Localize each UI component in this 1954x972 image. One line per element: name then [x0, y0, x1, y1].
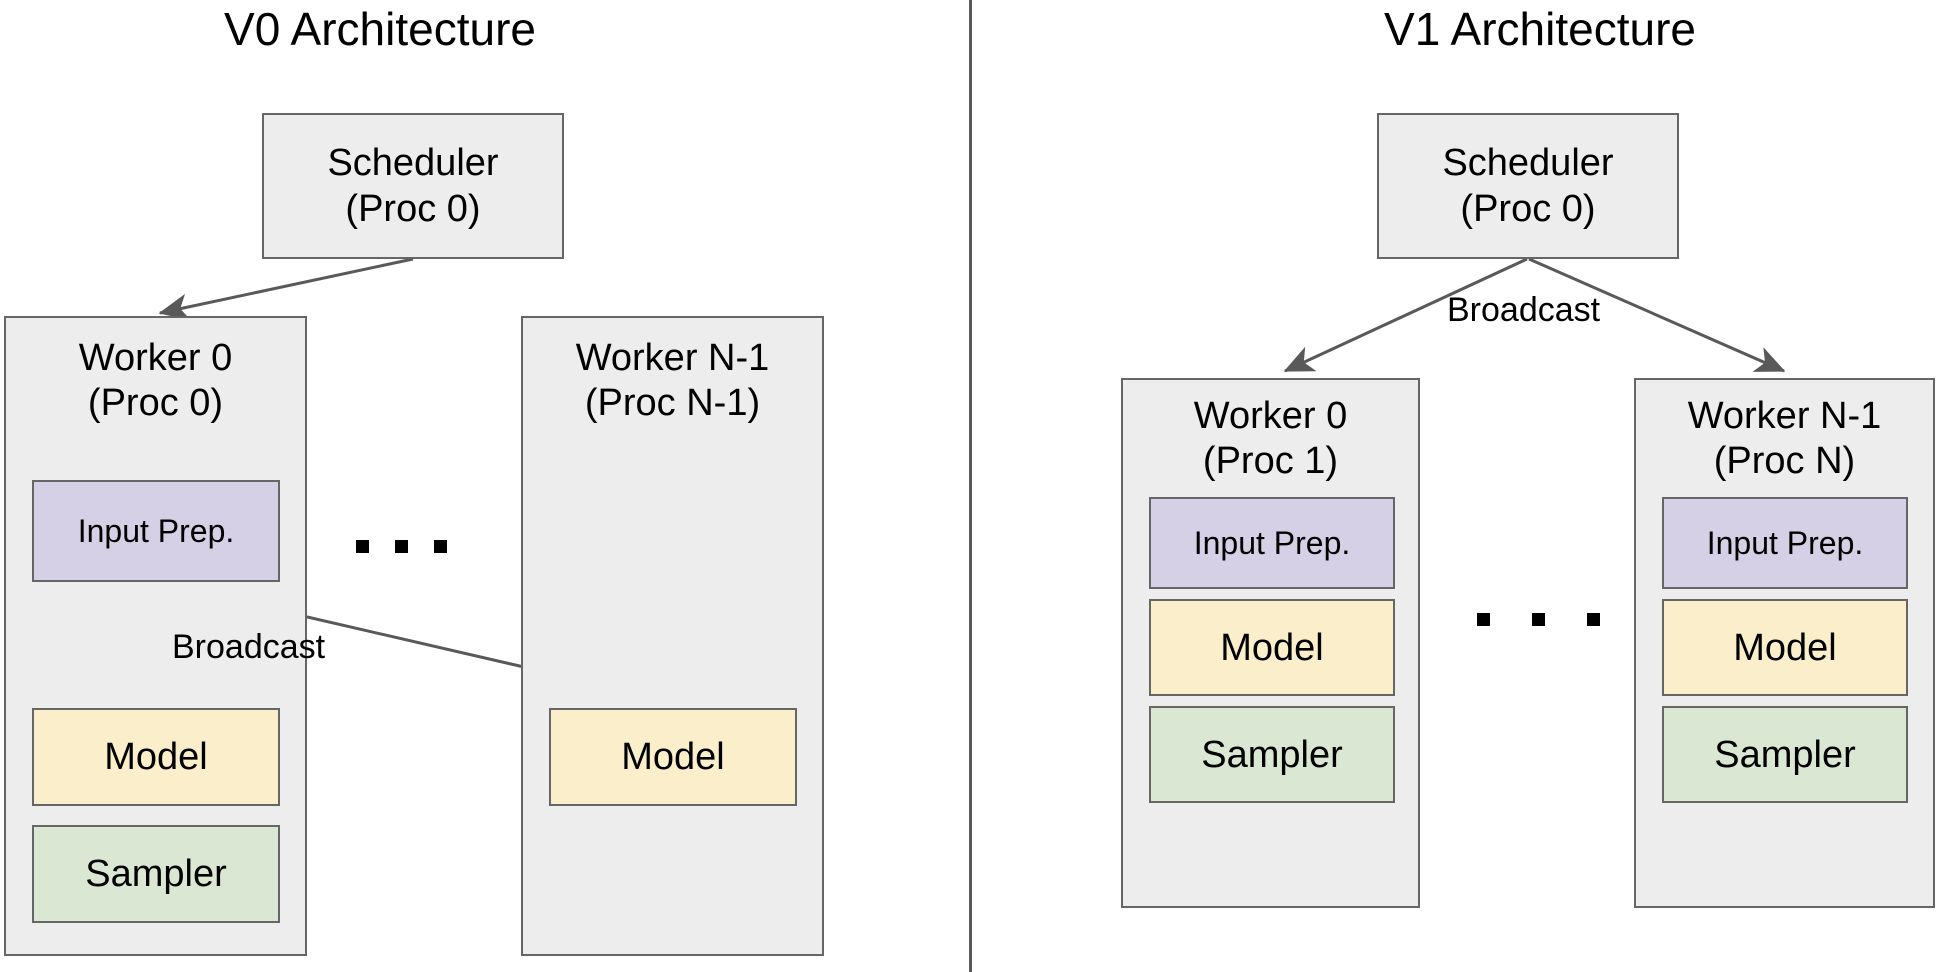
v1-ellipsis-dot-3: [1587, 613, 1600, 626]
v0-worker-n-1-model-label: Model: [621, 736, 725, 778]
v1-worker-n-1-sampler-box[interactable]: Sampler: [1662, 706, 1908, 803]
v1-worker-n-1-label-line2: (Proc N): [1713, 440, 1856, 482]
panel-title-v0: V0 Architecture: [224, 3, 536, 55]
v0-ellipsis: [356, 540, 447, 553]
v1-scheduler-label-line2: (Proc 0): [1460, 188, 1596, 230]
v1-worker-n-1-container[interactable]: Worker N-1 (Proc N) Input Prep. Model Sa…: [1634, 378, 1935, 908]
v0-ellipsis-dot-2: [395, 540, 408, 553]
v0-scheduler-box[interactable]: Scheduler (Proc 0): [262, 113, 564, 259]
v0-worker-0-container[interactable]: Worker 0 (Proc 0) Input Prep. Model Samp…: [4, 316, 307, 956]
v1-worker-0-sampler-label: Sampler: [1201, 733, 1343, 776]
v0-worker-n-1-container[interactable]: Worker N-1 (Proc N-1) Model: [521, 316, 824, 956]
v0-worker-0-model-box[interactable]: Model: [32, 708, 280, 806]
v1-scheduler-label-line1: Scheduler: [1442, 142, 1614, 184]
arrow-v0-scheduler-to-worker0: [158, 257, 414, 321]
v0-worker-0-input-prep-label: Input Prep.: [77, 513, 235, 549]
v0-worker-0-sampler-label: Sampler: [85, 853, 227, 895]
v0-worker-0-model-label: Model: [104, 736, 208, 778]
v1-worker-0-sampler-box[interactable]: Sampler: [1149, 706, 1395, 803]
v0-ellipsis-dot-1: [356, 540, 369, 553]
v1-worker-0-model-box[interactable]: Model: [1149, 599, 1395, 696]
v0-broadcast-label: Broadcast: [172, 628, 326, 666]
v0-worker-n-1-label-line2: (Proc N-1): [584, 382, 761, 424]
v1-scheduler-box[interactable]: Scheduler (Proc 0): [1377, 113, 1679, 259]
v1-worker-n-1-input-prep-label: Input Prep.: [1706, 525, 1864, 561]
v0-worker-0-label-line1: Worker 0: [78, 337, 233, 379]
v1-broadcast-label: Broadcast: [1447, 291, 1601, 329]
v0-worker-0-sampler-box[interactable]: Sampler: [32, 825, 280, 923]
v0-ellipsis-dot-3: [434, 540, 447, 553]
v1-worker-n-1-model-box[interactable]: Model: [1662, 599, 1908, 696]
v1-worker-n-1-input-prep-box[interactable]: Input Prep.: [1662, 497, 1908, 589]
v0-worker-n-1-label-line1: Worker N-1: [575, 337, 770, 379]
v1-ellipsis-dot-2: [1532, 613, 1545, 626]
panel-title-v1: V1 Architecture: [1384, 3, 1696, 55]
v1-worker-0-input-prep-box[interactable]: Input Prep.: [1149, 497, 1395, 589]
v1-worker-0-label-line1: Worker 0: [1193, 395, 1348, 437]
v1-ellipsis: [1477, 613, 1600, 626]
v0-worker-0-label-line2: (Proc 0): [87, 382, 224, 424]
v0-scheduler-label-line1: Scheduler: [327, 142, 499, 184]
v1-ellipsis-dot-1: [1477, 613, 1490, 626]
v1-worker-n-1-model-label: Model: [1733, 626, 1837, 669]
v1-worker-0-input-prep-label: Input Prep.: [1193, 525, 1351, 561]
panel-divider: [969, 0, 972, 972]
v1-worker-0-container[interactable]: Worker 0 (Proc 1) Input Prep. Model Samp…: [1121, 378, 1420, 908]
v0-scheduler-label-line2: (Proc 0): [345, 188, 481, 230]
v0-worker-0-input-prep-box[interactable]: Input Prep.: [32, 480, 280, 582]
v1-worker-n-1-sampler-label: Sampler: [1714, 733, 1856, 776]
v1-worker-n-1-label-line1: Worker N-1: [1687, 395, 1882, 437]
v0-worker-n-1-model-box[interactable]: Model: [549, 708, 797, 806]
v1-worker-0-model-label: Model: [1220, 626, 1324, 669]
v1-worker-0-label-line2: (Proc 1): [1202, 440, 1339, 482]
